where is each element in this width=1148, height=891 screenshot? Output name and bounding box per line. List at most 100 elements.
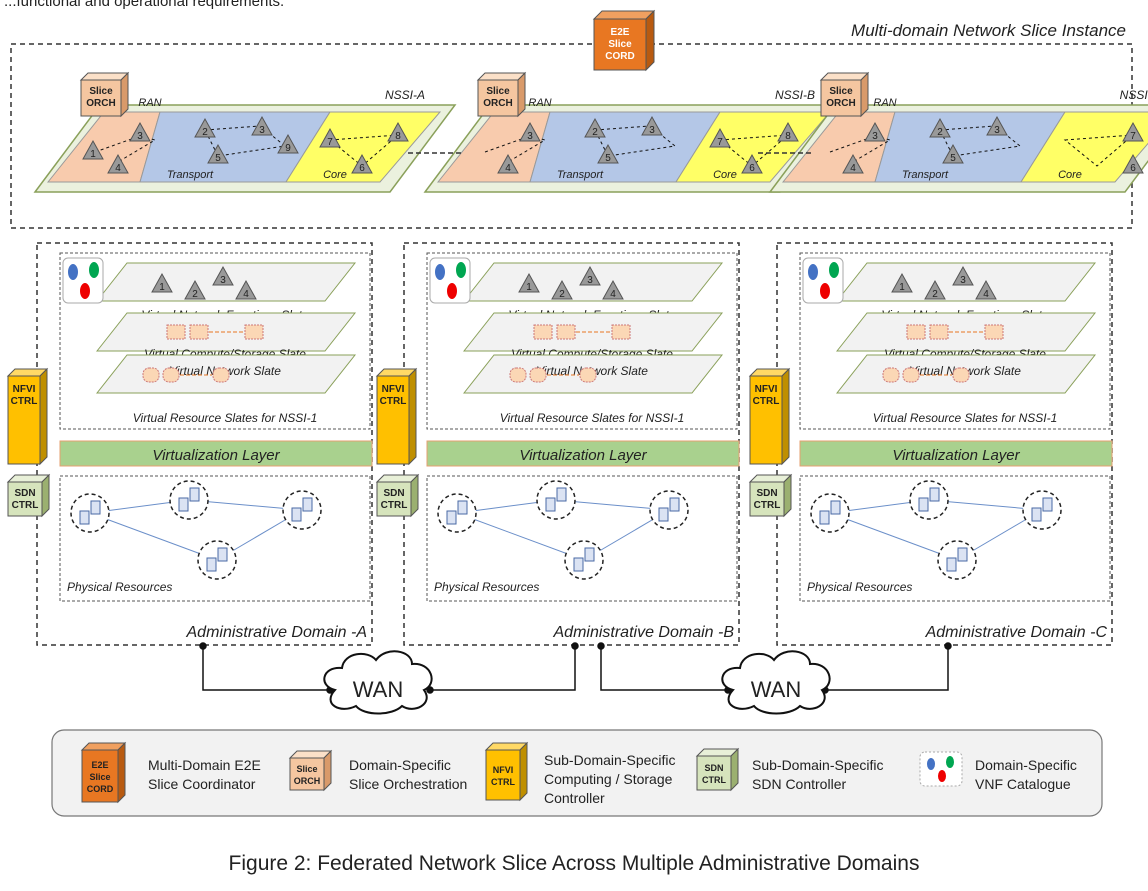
nfvi-line2: CTRL [11,396,38,407]
ran-node: 3 [519,121,541,142]
vnf-node: 3 [952,265,974,286]
node-label: 2 [932,289,938,300]
node-label: 2 [937,127,943,138]
node-label: 1 [90,149,96,160]
ran-node: 1 [82,139,104,160]
core-label: Core [1058,169,1082,181]
vnf-node: 2 [184,279,206,300]
legend-text: Slice Orchestration [349,776,467,792]
mdnsi-title: Multi-domain Network Slice Instance [851,21,1126,40]
network-node [212,367,230,383]
sdn-line1: SDN [756,488,777,499]
e2e-line2: Slice [608,39,632,50]
transport-node: 2 [929,117,951,138]
transport-label: Transport [902,169,949,181]
core-node: 6 [1122,153,1144,174]
vnf-catalogue-icon [62,257,104,304]
node-label: 4 [610,289,616,300]
node-label: 2 [202,127,208,138]
vnf-catalogue-icon [429,257,471,304]
e2e-cord-box: E2E Slice CORD [592,9,656,72]
physical-node [937,540,977,580]
physical-node [1022,490,1062,530]
vnf-node: 1 [151,272,173,293]
sdn-line2: CTRL [381,500,408,511]
nssi-label: NSSI-B [775,88,815,102]
node-label: 4 [115,163,121,174]
legend-text: Domain-Specific [349,757,451,773]
domain-label: Administrative Domain -A [186,624,368,641]
physical-node [197,540,237,580]
top-text: ...functional and operational requiremen… [4,0,284,10]
nssi-label: NSSI-C [1120,88,1148,102]
node-label: 6 [359,163,365,174]
node-label: 2 [192,289,198,300]
node-label: 4 [850,163,856,174]
domain-label: Administrative Domain -C [925,624,1108,641]
ran-label: RAN [873,97,896,109]
network-node [579,367,597,383]
vnf-node: 2 [924,279,946,300]
legend-text: Controller [544,790,605,806]
e2e-line1: E2E [611,27,630,38]
slates-caption: Virtual Resource Slates for NSSI-1 [133,411,318,425]
legend-box-line: Slice [296,764,317,774]
wan-label-2: WAN [751,677,802,702]
legend-text: Multi-Domain E2E [148,757,261,773]
ran-node: 4 [842,153,864,174]
physical-box [59,475,371,602]
virtualization-label: Virtualization Layer [892,447,1020,464]
node-label: 3 [994,125,1000,136]
orch-line2: ORCH [483,98,512,109]
compute-box [533,324,553,340]
transport-node: 3 [251,115,273,136]
nfvi-line1: NFVI [382,384,405,395]
physical-node [909,480,949,520]
node-label: 8 [785,131,791,142]
compute-slate [835,312,1097,352]
vnf-catalogue-icon [919,751,963,787]
sdn-line2: CTRL [12,500,39,511]
vnf-node: 1 [891,272,913,293]
figure-caption: Figure 2: Federated Network Slice Across… [229,852,920,875]
core-node: 6 [741,153,763,174]
node-label: 5 [605,153,611,164]
orch-line2: ORCH [86,98,115,109]
transport-node: 2 [584,117,606,138]
legend-box-line: Slice [89,772,110,782]
orch-line1: Slice [829,86,853,97]
node-label: 2 [592,127,598,138]
node-label: 5 [215,153,221,164]
physical-node [282,490,322,530]
virtualization-layer [426,440,740,467]
e2e-line3: CORD [605,51,634,62]
physical-node [536,480,576,520]
legend-text: VNF Catalogue [975,776,1071,792]
transport-node: 5 [942,143,964,164]
node-label: 3 [220,275,226,286]
wan-cloud-1: WAN [323,650,433,715]
legend-text: Sub-Domain-Specific [752,757,884,773]
transport-node: 5 [597,143,619,164]
vnf-catalogue-icon [802,257,844,304]
ran-label: RAN [138,97,161,109]
node-label: 3 [137,131,143,142]
virtualization-layer [799,440,1113,467]
virtualization-label: Virtualization Layer [519,447,647,464]
node-label: 4 [243,289,249,300]
compute-box [189,324,209,340]
network-node [882,367,900,383]
